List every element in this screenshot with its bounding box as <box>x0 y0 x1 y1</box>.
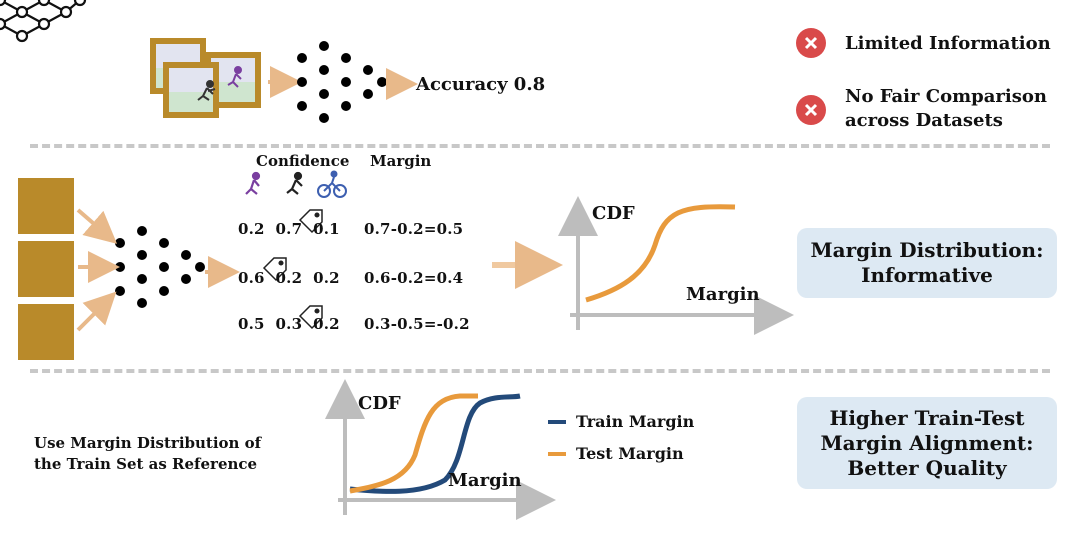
margin-row-3: 0.3-0.5=-0.2 <box>364 315 470 333</box>
legend-train-margin: Train Margin <box>576 412 695 431</box>
neural-network-icon <box>295 39 389 125</box>
box-line: Better Quality <box>847 455 1007 480</box>
running-person-icon <box>245 171 261 195</box>
informative-box: Margin Distribution: Informative <box>797 228 1057 298</box>
margin-header: Margin <box>370 152 432 170</box>
train-margin-curve <box>349 393 521 494</box>
issue-limited-information: Limited Information <box>845 33 1051 54</box>
arrow-icon <box>76 291 117 332</box>
cdf-curve <box>585 204 736 303</box>
margin-axis-label: Margin <box>448 470 522 491</box>
arrow-icon <box>76 208 118 244</box>
image-thumbnail-icon <box>18 241 74 297</box>
cyclist-icon <box>317 170 347 198</box>
box-line: Margin Distribution: <box>810 238 1044 262</box>
box-line: Margin Alignment: <box>820 430 1034 455</box>
section-divider <box>30 369 1050 373</box>
box-line: Informative <box>861 263 993 287</box>
image-thumbnail-icon <box>18 304 74 360</box>
image-thumbnail-icon <box>18 178 74 234</box>
test-margin-curve <box>349 393 478 494</box>
section-divider <box>30 144 1050 148</box>
neural-network-icon <box>113 224 207 310</box>
running-person-icon <box>286 171 303 195</box>
price-tag-icon <box>298 209 323 234</box>
quality-box: Higher Train-Test Margin Alignment: Bett… <box>797 397 1057 489</box>
reference-note-line: the Train Set as Reference <box>34 455 258 473</box>
margin-row-2: 0.6-0.2=0.4 <box>364 269 464 287</box>
confidence-header: Confidence <box>256 152 350 170</box>
neural-network-icon <box>0 0 87 43</box>
cdf-label: CDF <box>358 393 401 414</box>
margin-row-1: 0.7-0.2=0.5 <box>364 220 464 238</box>
accuracy-label: Accuracy 0.8 <box>416 74 546 95</box>
close-icon <box>796 28 826 58</box>
cdf-label: CDF <box>592 203 635 224</box>
margin-axis-label: Margin <box>686 284 760 305</box>
legend-test-margin: Test Margin <box>576 444 684 463</box>
price-tag-icon <box>262 257 287 282</box>
confidence-row-3: 0.5 0.3 0.2 <box>238 315 340 333</box>
close-icon <box>796 95 826 125</box>
box-line: Higher Train-Test <box>829 405 1025 430</box>
issue-across-datasets: across Datasets <box>845 110 1003 131</box>
issue-no-fair-comparison: No Fair Comparison <box>845 86 1047 107</box>
running-person-icon <box>227 66 242 88</box>
confidence-row-2: 0.6 0.2 0.2 <box>238 269 340 287</box>
running-person-icon <box>197 80 216 101</box>
bottom-cdf-plot <box>325 379 556 520</box>
middle-cdf-plot <box>558 196 794 335</box>
confidence-row-1: 0.2 0.7 0.1 <box>238 220 340 238</box>
price-tag-icon <box>298 305 323 330</box>
reference-note-line: Use Margin Distribution of <box>34 434 262 452</box>
